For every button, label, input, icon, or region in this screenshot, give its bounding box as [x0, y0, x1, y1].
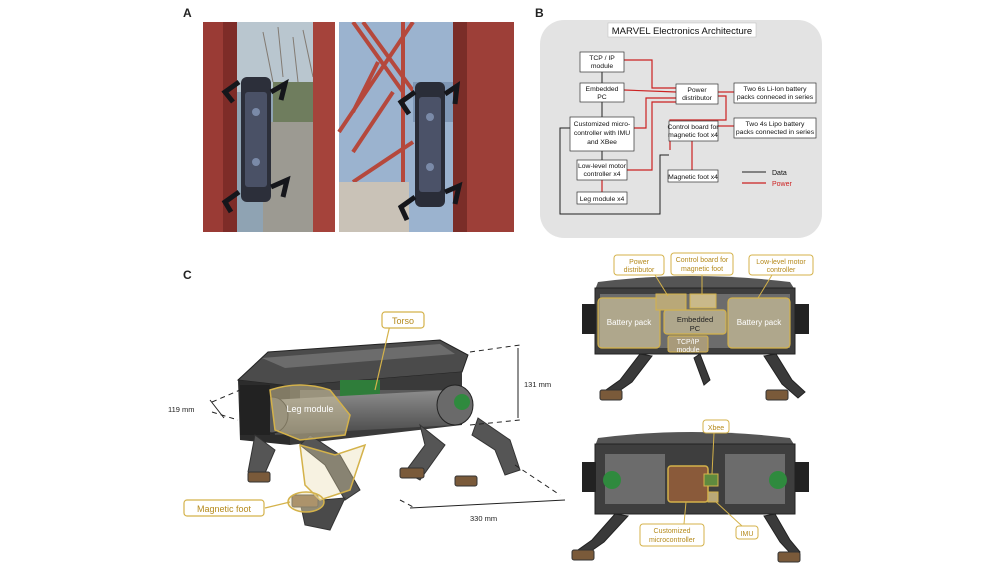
low-level-controller-callout: Low-level motor controller [748, 254, 814, 299]
panel-letter-b: B [535, 6, 544, 20]
robot-photographs [203, 22, 514, 232]
legend-data-label: Data [772, 170, 787, 177]
imu-highlight [707, 491, 719, 503]
legend-power-label: Power [772, 181, 793, 188]
custom-microcontroller-label-2: microcontroller [649, 537, 696, 544]
tcp-ip-module-label-1: TCP / IP [589, 55, 615, 62]
motor-controller-label-1: Low-level motor [578, 163, 627, 170]
imu-callout: IMU [715, 501, 759, 540]
control-board-label-1: Control board for [667, 124, 719, 131]
custom-microcontroller-highlight [667, 465, 709, 503]
tcp-ip-module-box: TCP / IP module [579, 51, 625, 73]
top-internal-view [582, 276, 809, 401]
bottom-internal-view [571, 432, 809, 563]
power-distributor-callout-label-2: distributor [624, 267, 655, 274]
leg-module-label: Leg module x4 [580, 196, 625, 203]
torso-callout [381, 311, 425, 329]
panel-letter-a: A [183, 6, 192, 20]
power-distributor-highlight [655, 293, 687, 311]
power-distributor-label-2: distributor [682, 95, 713, 102]
isometric-robot-view [236, 339, 521, 531]
foot-rear-right [454, 475, 478, 487]
li-ion-battery-label-1: Two 6s Li-Ion battery [743, 86, 807, 93]
control-board-highlight [689, 293, 717, 309]
width-dimension-label: 119 mm [168, 405, 195, 414]
embedded-pc-label-1: Embedded [677, 315, 713, 324]
lipo-battery-box: Two 4s Lipo battery packs connected in s… [733, 117, 817, 139]
battery-pack-left-label: Battery pack [607, 318, 652, 327]
magnetic-foot-label: Magnetic foot x4 [668, 174, 718, 181]
height-dimension-label: 131 mm [524, 380, 551, 389]
motor-controller-label-2: controller x4 [583, 171, 620, 178]
battery-pack-right-highlight [727, 297, 791, 349]
low-level-controller-callout-label-2: controller [767, 267, 796, 274]
embedded-pc-highlight [663, 309, 727, 335]
xbee-callout-label: Xbee [708, 425, 724, 432]
li-ion-battery-label-2: packs conneced in series [737, 94, 814, 101]
low-level-controller-callout-label-1: Low-level motor [756, 259, 806, 266]
tcp-module-label-1: TCP/IP [677, 339, 700, 346]
leg-module-highlight [269, 384, 351, 441]
motor-controller-box: Low-level motor controller x4 [576, 159, 628, 181]
photo-left [203, 22, 335, 232]
li-ion-battery-box: Two 6s Li-Ion battery packs conneced in … [733, 82, 817, 104]
tcp-module-highlight [667, 335, 709, 353]
robot-cad-panel: Torso Leg module Magnetic foot 119 mm 13… [168, 252, 814, 563]
panel-letter-c: C [183, 268, 192, 282]
control-board-callout: Control board for magnetic foot [670, 252, 734, 295]
microcontroller-box: Customized micro- controller with IMU an… [569, 116, 635, 152]
embedded-pc-box: Embedded PC [579, 82, 625, 103]
photo-right [337, 22, 514, 232]
embedded-pc-label-2: PC [690, 324, 701, 333]
lipo-battery-label-2: packs connected in series [736, 129, 815, 136]
architecture-legend: Data Power [742, 170, 793, 188]
xbee-callout: Xbee [702, 419, 730, 475]
xbee-highlight [703, 473, 719, 487]
custom-microcontroller-label-1: Customized [654, 528, 691, 535]
leg-module-box: Leg module x4 [576, 191, 628, 205]
magnetic-foot-box: Magnetic foot x4 [667, 169, 719, 183]
imu-callout-label: IMU [741, 531, 754, 538]
magnetic-foot-control-board-box: Control board for magnetic foot x4 [667, 120, 719, 142]
microcontroller-label-3: and XBee [587, 139, 617, 146]
architecture-title: MARVEL Electronics Architecture [612, 26, 752, 37]
length-dimension-label: 330 mm [470, 514, 497, 523]
power-distributor-label-1: Power [687, 87, 707, 94]
dimension-lines [209, 344, 566, 509]
control-board-callout-label-1: Control board for [676, 257, 729, 264]
photo-right-robot [397, 80, 463, 222]
photo-left-robot [221, 77, 291, 214]
power-distributor-box: Power distributor [675, 83, 719, 105]
leg-module-label: Leg module [286, 404, 333, 414]
magnetic-foot-label: Magnetic foot [197, 504, 252, 514]
control-board-callout-label-2: magnetic foot [681, 266, 723, 273]
microcontroller-label-2: controller with IMU [574, 130, 630, 137]
microcontroller-label-1: Customized micro- [574, 121, 631, 128]
battery-pack-left-highlight [597, 297, 661, 349]
electronics-architecture-diagram: MARVEL Electronics Architecture TCP / IP… [540, 20, 822, 238]
magnetic-foot-callout [183, 499, 265, 517]
power-distributor-callout-label-1: Power [629, 259, 650, 266]
battery-pack-right-label: Battery pack [737, 318, 782, 327]
magnetic-foot-highlight [287, 491, 325, 513]
foot-front-left [291, 494, 319, 508]
power-lines [601, 59, 734, 192]
tcp-module-label-2: module [677, 347, 700, 354]
custom-microcontroller-callout: Customized microcontroller [639, 501, 705, 547]
lipo-battery-label-1: Two 4s Lipo battery [746, 121, 806, 128]
torso-label: Torso [392, 316, 414, 326]
foot-rear-left [247, 471, 271, 483]
tcp-ip-module-label-2: module [591, 63, 614, 70]
embedded-pc-label-2: PC [597, 94, 607, 101]
architecture-title-box [607, 22, 757, 38]
foot-front-right [399, 467, 425, 479]
control-board-label-2: magnetic foot x4 [668, 132, 718, 139]
embedded-pc-label-1: Embedded [586, 86, 619, 93]
power-distributor-callout: Power distributor [613, 254, 669, 297]
